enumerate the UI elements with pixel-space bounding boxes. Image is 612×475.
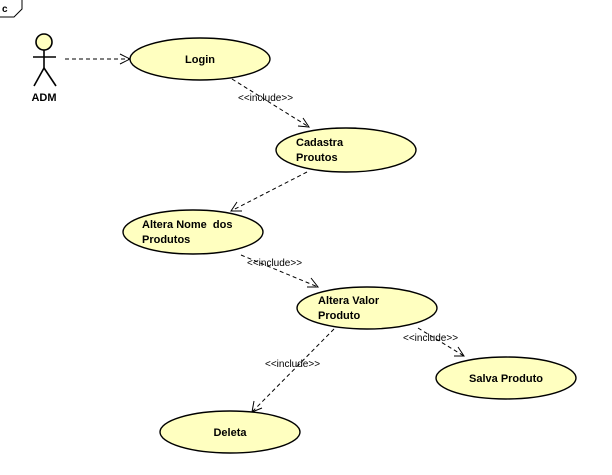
use-case-altera-nome-label-line2: Produtos — [142, 234, 190, 246]
use-case-altera-valor[interactable]: Altera Valor Produto — [296, 286, 438, 330]
use-case-altera-valor-label-line1: Altera Valor — [318, 295, 380, 307]
association-adm-login — [65, 53, 132, 65]
use-case-deleta[interactable]: Deleta — [159, 410, 301, 454]
actor-adm[interactable]: ADM — [31, 33, 57, 104]
use-case-login-label: Login — [185, 54, 215, 66]
actor-left-leg — [33, 67, 45, 87]
diagram-frame-tab: c — [0, 0, 23, 18]
use-case-salva-produto[interactable]: Salva Produto — [435, 356, 577, 400]
frame-label: c — [2, 4, 8, 15]
include-valor-salva: <<include>> — [403, 327, 465, 357]
use-case-login[interactable]: Login — [129, 37, 271, 81]
stereotype-valor-salva: <<include>> — [403, 333, 458, 344]
stereotype-login-cadastra: <<include>> — [238, 93, 293, 104]
use-case-altera-nome-label-line1: Altera Nome dos — [142, 219, 232, 231]
include-altera-nome-valor: <<include>> — [240, 254, 320, 288]
use-case-salva-label: Salva Produto — [469, 373, 543, 385]
use-case-cadastra-label-line2: Proutos — [296, 152, 338, 164]
use-case-cadastra-label-line1: Cadastra — [296, 137, 344, 149]
use-case-deleta-label: Deleta — [213, 427, 247, 439]
use-case-cadastra-proutos[interactable]: Cadastra Proutos — [275, 127, 417, 173]
actor-head — [35, 33, 53, 51]
actor-name: ADM — [31, 92, 56, 104]
use-case-altera-nome[interactable]: Altera Nome dos Produtos — [122, 209, 264, 255]
dependency-cadastra-altera-nome — [230, 171, 308, 212]
use-case-altera-valor-label-line2: Produto — [318, 310, 360, 322]
include-valor-deleta: <<include>> — [251, 328, 335, 413]
include-login-cadastra: <<include>> — [231, 78, 310, 128]
actor-right-leg — [43, 67, 57, 87]
stereotype-valor-deleta: <<include>> — [265, 359, 320, 370]
stereotype-altera-nome-valor: <<include>> — [247, 258, 302, 269]
